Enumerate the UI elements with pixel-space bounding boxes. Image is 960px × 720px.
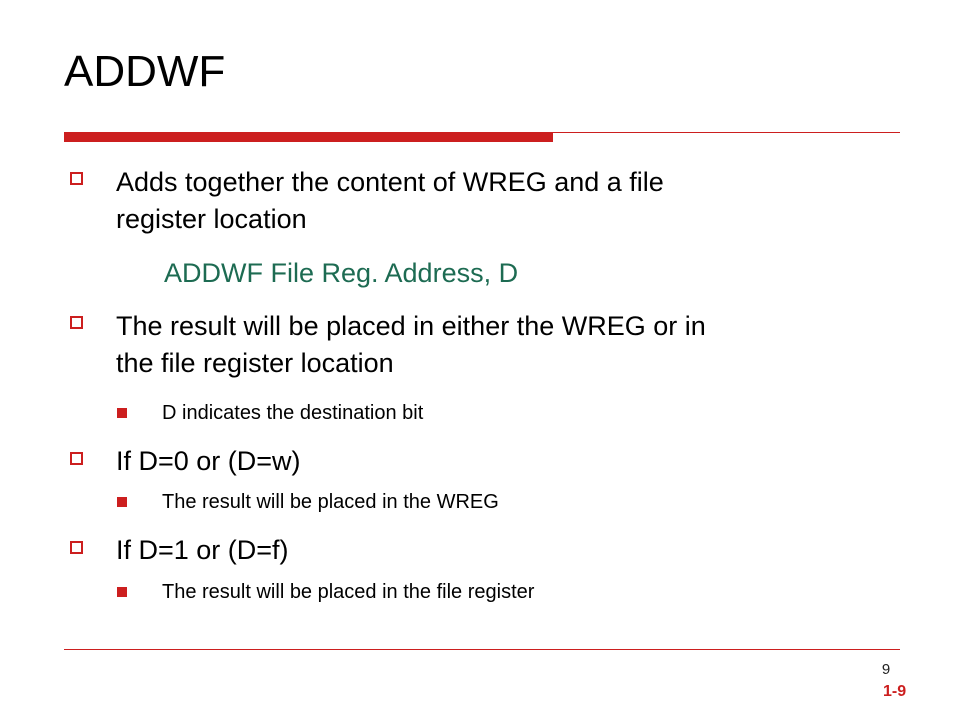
bullet-text: the file register location <box>116 348 394 378</box>
filled-square-bullet-icon <box>117 587 127 597</box>
title-underline-thick <box>64 132 553 142</box>
bullet-text: If D=1 or (D=f) <box>116 535 289 565</box>
square-bullet-icon <box>70 316 83 329</box>
square-bullet-icon <box>70 541 83 554</box>
filled-square-bullet-icon <box>117 497 127 507</box>
sub-bullet-text: D indicates the destination bit <box>162 402 424 424</box>
bullet-text: Adds together the content of WREG and a … <box>116 167 664 197</box>
sub-bullet-text: The result will be placed in the WREG <box>162 491 499 513</box>
filled-square-bullet-icon <box>117 408 127 418</box>
footer-rule <box>64 649 900 650</box>
sub-bullet-text: The result will be placed in the file re… <box>162 581 535 603</box>
slide-tag: 1-9 <box>883 683 907 700</box>
slide-title: ADDWF <box>64 47 226 96</box>
code-line: ADDWF File Reg. Address, D <box>164 258 519 288</box>
bullet-text: register location <box>116 204 307 234</box>
bullet-text: If D=0 or (D=w) <box>116 446 301 476</box>
bullet-text: The result will be placed in either the … <box>116 311 706 341</box>
title-underline-thin <box>553 132 900 133</box>
square-bullet-icon <box>70 172 83 185</box>
page-number: 9 <box>881 661 891 678</box>
square-bullet-icon <box>70 452 83 465</box>
